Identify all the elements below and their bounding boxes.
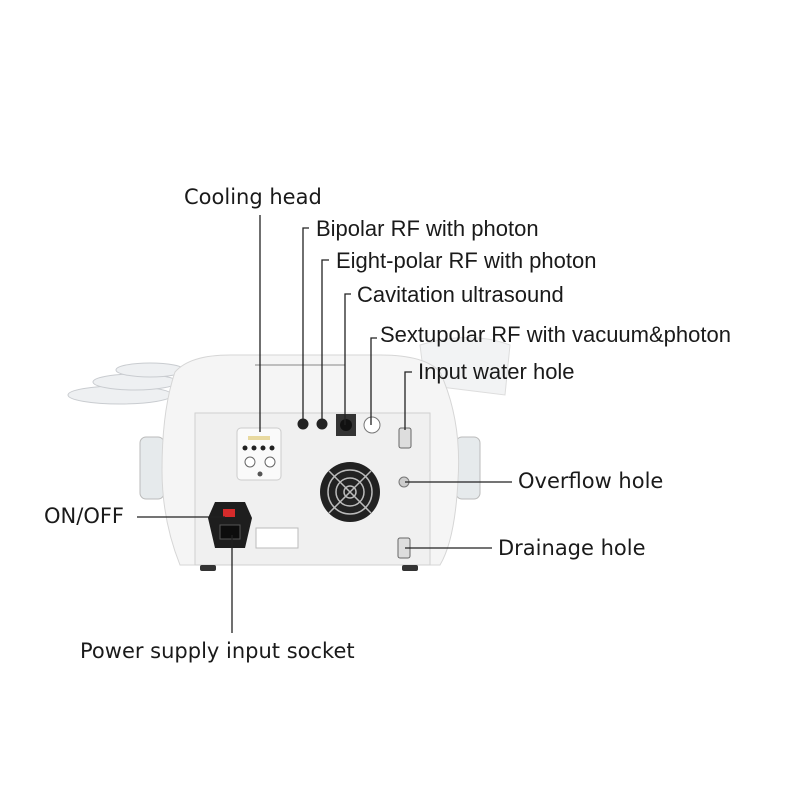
leader-lines [137, 215, 512, 633]
on-off-switch [223, 509, 235, 517]
eight-polar-port [316, 418, 328, 430]
right-handle [455, 436, 481, 500]
label-overflow-hole: Overflow hole [518, 469, 664, 493]
inlet-port [398, 427, 412, 449]
cooling-head-port [236, 427, 282, 481]
label-bipolar-rf: Bipolar RF with photon [316, 216, 539, 241]
label-sextupolar-rf: Sextupolar RF with vacuum&photon [380, 322, 731, 347]
label-input-water-hole: Input water hole [418, 359, 575, 384]
sextupolar-port [363, 416, 381, 434]
fan-grille [320, 462, 380, 522]
label-on-off: ON/OFF [44, 504, 125, 528]
label-drainage-hole: Drainage hole [498, 536, 646, 560]
barcode-label [255, 527, 299, 549]
left-handle [139, 436, 165, 500]
label-power-socket: Power supply input socket [80, 639, 355, 663]
bipolar-port [297, 418, 309, 430]
label-eight-polar-rf: Eight-polar RF with photon [336, 248, 597, 273]
label-cooling-head: Cooling head [184, 185, 322, 209]
power-socket [219, 524, 241, 540]
label-cavitation: Cavitation ultrasound [357, 282, 564, 307]
